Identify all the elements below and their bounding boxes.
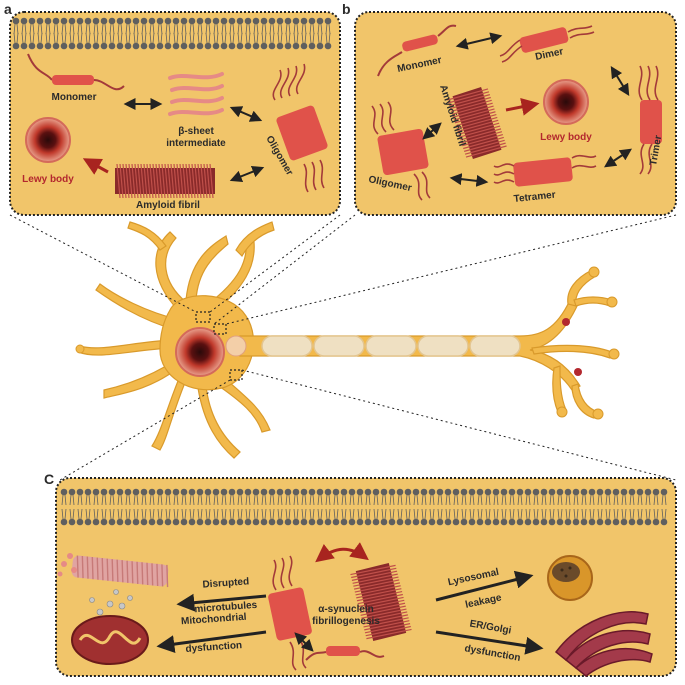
mitochondrion [71, 589, 149, 665]
microtubule [57, 553, 169, 588]
axon-hillock-blob [225, 335, 247, 357]
dimer-b [499, 25, 595, 63]
arrow-monomer-dimer [455, 32, 503, 50]
monomer-a [27, 53, 125, 91]
panel-b: b Monomer Dimer Trimer Tetramer Oligomer… [342, 1, 677, 216]
panel-c: C Disrupted microtubules Mitochondrial d… [44, 471, 677, 677]
panel-b-letter: b [342, 1, 351, 17]
label-amyloid-fibril-a: Amyloid fibril [136, 200, 200, 211]
label-center-2: fibrillogenesis [312, 616, 380, 627]
arrow-beta-oligomer [229, 106, 263, 122]
arrow-fibril-lewy [82, 158, 109, 175]
amyloid-fibril-b [447, 86, 507, 160]
membrane-c [60, 488, 668, 526]
label-lewy-body-a: Lewy body [22, 174, 74, 185]
oligomer-a [272, 63, 328, 193]
lewy-body-b [543, 79, 589, 125]
monomer-c [305, 646, 385, 661]
arrow-to-mitochondria [156, 630, 267, 654]
trimer-b [638, 65, 662, 175]
amyloid-fibril-a [115, 163, 215, 199]
zoom-box-c [229, 369, 243, 381]
beta-sheet-a [168, 72, 224, 116]
arrow-dimer-trimer [610, 65, 630, 97]
label-beta-sheet-1: β-sheet [178, 126, 214, 137]
label-beta-sheet-2: intermediate [166, 138, 226, 149]
arrow-to-er-golgi [435, 630, 544, 655]
oligomer-b [371, 101, 431, 201]
label-trimer-b: Trimer [648, 134, 664, 166]
label-mito-2: dysfunction [185, 640, 242, 655]
lysosome [547, 555, 593, 601]
panel-c-letter: C [44, 471, 54, 487]
zoom-box-b [213, 323, 227, 335]
label-tetramer-b: Tetramer [513, 190, 556, 205]
monomer-b [377, 24, 457, 77]
myelin-sheath [261, 335, 521, 357]
membrane-a [12, 17, 332, 50]
arrow-oligomer-fibril [422, 122, 442, 140]
arrow-fibril-lewy-b [505, 97, 540, 116]
arrow-trimer-tetramer [604, 148, 632, 168]
arrow-tetramer-oligomer [449, 173, 489, 187]
label-monomer-a: Monomer [52, 92, 97, 103]
soma-lewy-body [175, 327, 225, 377]
tetramer-b [493, 154, 597, 187]
label-disrupted-1: Disrupted [202, 576, 249, 590]
panel-a-letter: a [4, 1, 12, 17]
label-lewy-body-b: Lewy body [540, 132, 592, 143]
er-golgi [554, 611, 653, 677]
panel-a: a Monomer β-sheet intermediate Oligomer … [4, 1, 341, 216]
arrow-to-lysosome [435, 570, 534, 602]
lewy-body-a [25, 117, 71, 163]
arrow-to-microtubules [176, 593, 267, 612]
label-disrupted-2: microtubules [194, 600, 258, 615]
neuron [9, 214, 677, 481]
label-center-1: α-synuclein [318, 604, 374, 615]
label-mito-1: Mitochondrial [181, 612, 247, 628]
arrow-fibril-oligomer [229, 165, 265, 183]
central-aggregate [268, 542, 412, 671]
